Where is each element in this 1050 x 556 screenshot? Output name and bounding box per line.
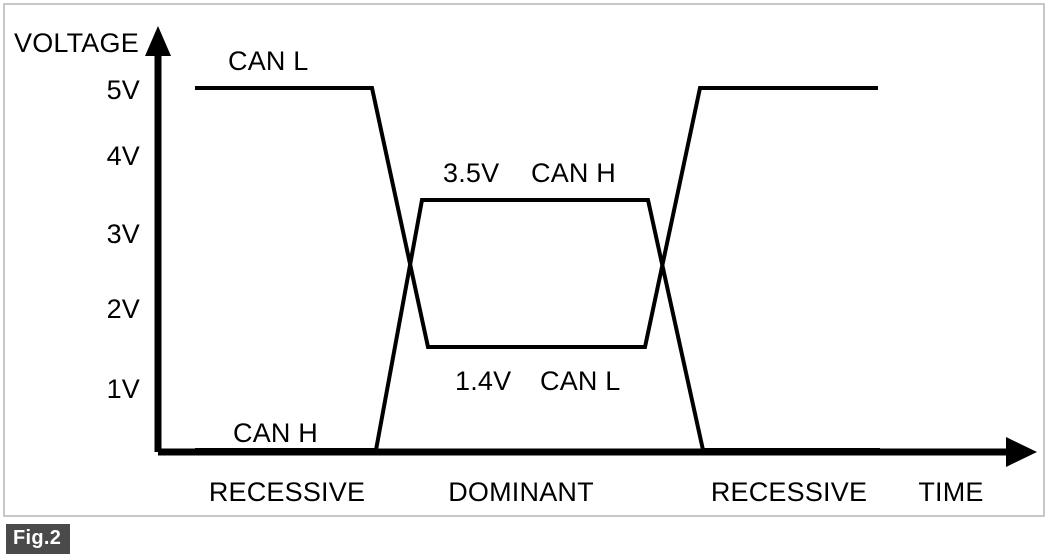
annotation-value-3-5v: 3.5V [443, 158, 499, 188]
y-tick-4v: 4V [107, 141, 140, 171]
x-label-recessive-1: RECESSIVE [209, 477, 365, 507]
x-label-recessive-2: RECESSIVE [711, 477, 867, 507]
y-tick-1v: 1V [107, 374, 140, 404]
annotation-can-h-recessive: CAN H [233, 418, 318, 448]
y-tick-2v: 2V [107, 294, 140, 324]
x-axis-title: TIME [918, 477, 983, 507]
signal-can-h [195, 198, 880, 452]
y-axis-title: VOLTAGE [14, 28, 139, 58]
x-label-dominant: DOMINANT [448, 477, 594, 507]
can-bus-voltage-chart: VOLTAGE 5V 4V 3V 2V 1V CAN L CAN H 3.5V … [14, 26, 1037, 507]
y-tick-5v: 5V [107, 75, 140, 105]
annotation-can-l-recessive: CAN L [228, 46, 309, 76]
annotation-can-h-dominant: CAN H [531, 158, 616, 188]
annotation-can-l-dominant: CAN L [540, 366, 621, 396]
annotation-value-1-4v: 1.4V [455, 366, 511, 396]
figure-caption-badge: Fig.2 [6, 524, 71, 554]
x-axis-arrow-icon [1006, 437, 1037, 467]
y-axis-arrow-icon [145, 26, 171, 56]
y-tick-3v: 3V [107, 219, 140, 249]
signal-can-l [195, 86, 878, 349]
